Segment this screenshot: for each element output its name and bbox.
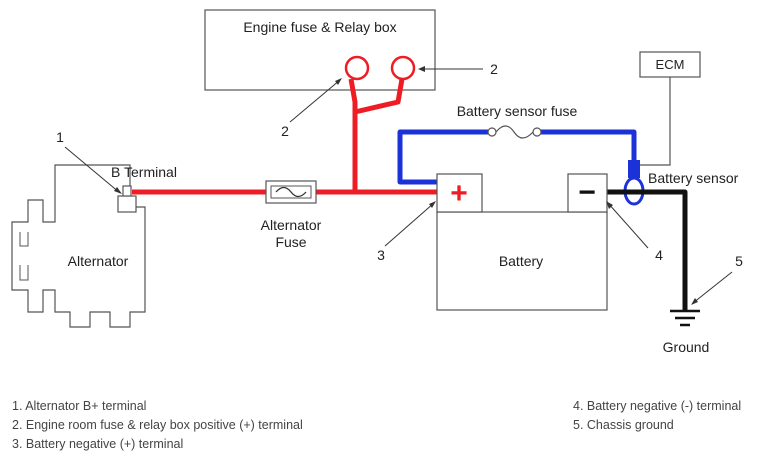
callout-arrows [64, 68, 733, 304]
legend-item-2: 2. Engine room fuse & relay box positive… [12, 418, 303, 432]
sensor-wire [397, 129, 637, 185]
battery-body [436, 211, 608, 311]
battery-sensor-fuse-label: Battery sensor fuse [457, 103, 578, 119]
ground-symbol [670, 309, 700, 327]
alternator-fuse-element [275, 186, 307, 198]
battery-negative-post [567, 173, 608, 213]
callout-1: 1 [56, 129, 64, 145]
battery-positive-post [436, 173, 483, 213]
alternator-label: Alternator [68, 253, 129, 269]
alternator-fuse-label-line2: Fuse [275, 234, 306, 250]
callout-2-left: 2 [281, 123, 289, 139]
legend-item-4: 4. Battery negative (-) terminal [573, 399, 742, 413]
ground-wire [600, 189, 688, 310]
battery-sensor-fuse [487, 125, 542, 139]
legend-left: 1. Alternator B+ terminal 2. Engine room… [12, 397, 303, 454]
battery-sensor-clamp [628, 160, 640, 178]
battery-negative-sign: − [578, 176, 596, 209]
wiring-diagram: Engine fuse & Relay box ECM Battery sens… [11, 9, 743, 355]
callout-2-right: 2 [490, 61, 498, 77]
alternator-fuse-label-line1: Alternator [261, 217, 322, 233]
ecm-signal-wire [638, 77, 671, 166]
fuse-box-terminal-1 [344, 55, 370, 81]
battery-sensor-label: Battery sensor [648, 170, 739, 186]
battery-positive-sign: + [450, 177, 468, 210]
alternator-outline [11, 164, 146, 328]
callout-5: 5 [735, 253, 743, 269]
callout-4: 4 [655, 247, 663, 263]
fuse-box-terminal-2 [390, 55, 416, 81]
legend-right: 4. Battery negative (-) terminal 5. Chas… [573, 397, 741, 435]
positive-wire [132, 78, 446, 195]
ground-label: Ground [663, 339, 710, 355]
legend-item-3: 3. Battery negative (+) terminal [12, 437, 184, 451]
legend-item-5: 5. Chassis ground [573, 418, 674, 432]
callout-arrowheads [114, 66, 698, 305]
alternator-inner-notches [19, 232, 29, 281]
battery-label: Battery [499, 253, 543, 269]
callout-3: 3 [377, 247, 385, 263]
fuse-relay-box-label: Engine fuse & Relay box [243, 19, 396, 35]
b-terminal-stud [122, 185, 132, 197]
b-terminal [117, 195, 137, 213]
ecm-label: ECM [656, 57, 685, 72]
b-terminal-label: B Terminal [111, 164, 177, 180]
legend-item-1: 1. Alternator B+ terminal [12, 399, 147, 413]
